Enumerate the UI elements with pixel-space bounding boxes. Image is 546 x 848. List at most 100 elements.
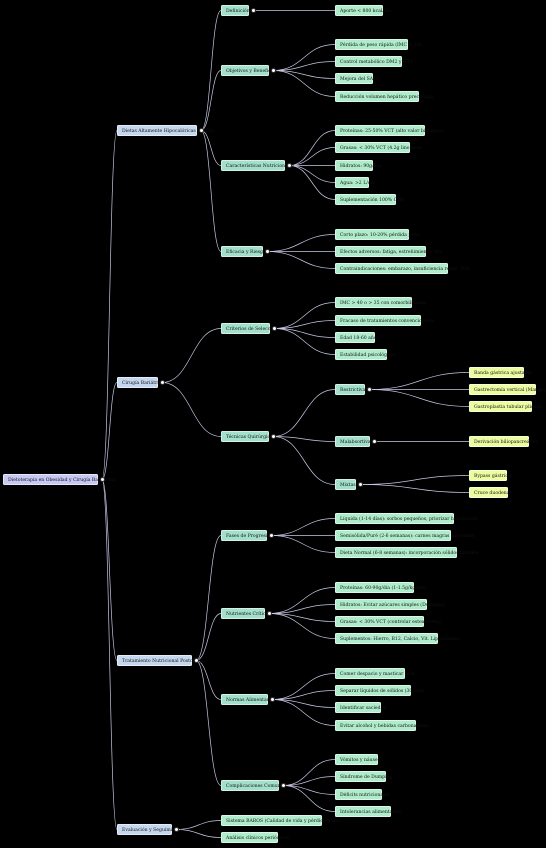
edge-nor-nor1 [271, 690, 336, 700]
edge-vlcd-def [200, 10, 222, 131]
collapse-toggle[interactable] [271, 326, 277, 331]
collapse-toggle[interactable] [198, 128, 204, 133]
collapse-toggle[interactable] [269, 697, 275, 702]
edge-eval-ev1 [175, 829, 222, 838]
leaf-intolerancias[interactable]: Intolerancias alimentarias [335, 806, 401, 817]
edge-root-cir [101, 382, 118, 480]
edge-com-com2 [282, 785, 336, 795]
leaf-efectos-adversos[interactable]: Efectos adversos: fatiga, estreñimiento,… [335, 246, 442, 257]
branch-cirugia-bariatrica[interactable]: Cirugía Bariátrica [117, 377, 164, 388]
edge-obj-obj3 [272, 70, 336, 97]
node-malabsortivas[interactable]: Malabsortivas [335, 436, 373, 447]
collapse-toggle[interactable] [268, 533, 274, 538]
edge-car-car0 [288, 130, 336, 166]
leaf-comer-despacio[interactable]: Comer despacio y masticar bien [335, 668, 415, 679]
leaf-aporte[interactable]: Aporte < 800 kcal/día [335, 5, 391, 16]
leaf-bypass-gastrico[interactable]: Bypass gástrico [469, 470, 511, 481]
leaf-hidratos[interactable]: Hidratos: 90g/día [335, 160, 381, 171]
node-objetivos[interactable]: Objetivos y Beneficios [221, 65, 277, 76]
node-eficacia-riesgos[interactable]: Eficacia y Riesgos [221, 246, 268, 257]
edge-efi-efi0 [266, 234, 336, 252]
edge-nut-nut2 [268, 613, 336, 622]
collapse-toggle[interactable] [280, 783, 286, 788]
leaf-derivacion-biliopancreatica[interactable]: Derivación biliopancreática [469, 436, 538, 447]
leaf-fracaso-tratamientos[interactable]: Fracaso de tratamientos convencionales [335, 315, 434, 326]
edge-nut-nut0 [268, 587, 336, 614]
leaf-agua[interactable]: Agua: >2 L/día [335, 177, 375, 188]
leaf-reduccion-hepatica[interactable]: Reducción volumen hepático precirugía [335, 91, 433, 102]
collapse-toggle[interactable] [264, 249, 270, 254]
node-definicion[interactable]: Definición [221, 5, 250, 16]
edge-nut-nut1 [268, 604, 336, 614]
leaf-perdida-peso[interactable]: Pérdida de peso rápida (IMC ≥ 30) [335, 39, 421, 50]
leaf-cruce-duodenal[interactable]: Cruce duodenal [469, 487, 511, 498]
root-node[interactable]: Dietoterapia en Obesidad y Cirugía Bariá… [3, 474, 115, 485]
edge-tec-mix [272, 436, 336, 485]
collapse-toggle[interactable] [250, 8, 256, 13]
edge-car-car1 [288, 147, 336, 166]
edge-res-res0 [368, 372, 470, 390]
collapse-toggle[interactable] [99, 477, 105, 482]
leaf-edad[interactable]: Edad 18-60 años [335, 332, 379, 343]
leaf-control-metabolico[interactable]: Control metabólico DM2 y HTA [335, 56, 413, 67]
leaf-identificar-saciedad[interactable]: Identificar saciedad [335, 702, 386, 713]
leaf-separar-liquidos[interactable]: Separar líquidos de sólidos (30 min) [335, 685, 424, 696]
collapse-toggle[interactable] [286, 163, 292, 168]
collapse-toggle[interactable] [173, 827, 179, 832]
node-caracteristicas[interactable]: Características Nutricionales [221, 160, 294, 171]
branch-vlcd[interactable]: Dietas Altamente Hipocalóricas (VLCD) [117, 125, 214, 136]
edge-cri-cri3 [273, 328, 336, 355]
node-normas-alimentarias[interactable]: Normas Alimentarias [221, 694, 276, 705]
leaf-proteinas-post[interactable]: Proteínas: 60-90g/día (1-1.5g/kg/día) [335, 582, 426, 593]
leaf-banda-gastrica[interactable]: Banda gástrica ajustable [469, 367, 532, 378]
leaf-contraindicaciones[interactable]: Contraindicaciones: embarazo, insuficien… [335, 263, 469, 274]
leaf-estabilidad-psicologica[interactable]: Estabilidad psicológica [335, 349, 394, 360]
collapse-toggle[interactable] [357, 482, 363, 487]
leaf-corto-plazo[interactable]: Corto plazo: 10-20% pérdida peso [335, 229, 419, 240]
leaf-suplementacion[interactable]: Suplementación 100% CDR [335, 194, 404, 205]
collapse-toggle[interactable] [366, 387, 372, 392]
leaf-proteinas[interactable]: Proteínas: 25-50% VCT (alto valor biológ… [335, 125, 444, 136]
leaf-grasas-post[interactable]: Grasas: < 30% VCT (controlar esteatorrea… [335, 616, 441, 627]
collapse-toggle[interactable] [159, 380, 165, 385]
leaf-gastroplastia-tubular[interactable]: Gastroplastia tubular plicada [469, 401, 542, 412]
leaf-evitar-alcohol[interactable]: Evitar alcohol y bebidas carbonatadas [335, 720, 429, 731]
edge-vlcd-efi [200, 130, 222, 252]
edge-cir-tec [161, 382, 222, 437]
node-mixtas[interactable]: Mixtas [335, 479, 356, 490]
collapse-toggle[interactable] [270, 68, 276, 73]
edge-fas-fas2 [270, 535, 336, 553]
node-restrictivas[interactable]: Restrictivas [335, 384, 368, 395]
leaf-grasas[interactable]: Grasas: < 30% VCT (4.2g linoleico) [335, 142, 422, 153]
node-complicaciones[interactable]: Complicaciones Comunes [221, 780, 286, 791]
leaf-vomitos[interactable]: Vómitos y náuseas [335, 754, 383, 765]
collapse-toggle[interactable] [266, 611, 272, 616]
edge-root-vlcd [101, 130, 118, 480]
leaf-dumping[interactable]: Síndrome de Dumping [335, 771, 392, 782]
node-tecnicas-quirurgicas[interactable]: Técnicas Quirúrgicas [221, 431, 275, 442]
leaf-analisis-clinicos[interactable]: Análisis clínicos periódicos [221, 832, 289, 843]
collapse-toggle[interactable] [270, 434, 276, 439]
branch-evaluacion-seguimiento[interactable]: Evaluación y Seguimiento [117, 824, 182, 835]
node-criterios-seleccion[interactable]: Criterios de Selección [221, 323, 278, 334]
leaf-fase-normal[interactable]: Dieta Normal (6-8 semanas): incorporació… [335, 547, 478, 558]
leaf-sistema-baros[interactable]: Sistema BAROS (Calidad de vida y pérdida… [221, 815, 340, 826]
leaf-hidratos-post[interactable]: Hidratos: Evitar azúcares simples (Dumpi… [335, 599, 445, 610]
collapse-toggle[interactable] [193, 658, 199, 663]
collapse-toggle[interactable] [371, 439, 377, 444]
leaf-suplementos[interactable]: Suplementos: Hierro, B12, Calcio, Vit. L… [335, 633, 460, 644]
node-fases-progresion[interactable]: Fases de Progresión [221, 530, 273, 541]
leaf-fase-semisolida[interactable]: Semisólida/Puré (2-6 semanas): carnes ma… [335, 530, 474, 541]
edge-obj-obj1 [272, 61, 336, 71]
leaf-fase-liquida[interactable]: Líquida (1-14 días): sorbos pequeños, pr… [335, 513, 478, 524]
leaf-deficits[interactable]: Déficits nutricionales [335, 789, 390, 800]
leaf-imc-criterio[interactable]: IMC > 40 o > 35 con comorbilidades [335, 297, 426, 308]
edge-post-nor [195, 660, 222, 700]
leaf-gastrectomia-vertical[interactable]: Gastrectomía vertical (Manga) [469, 384, 545, 395]
node-nutrientes-criticos[interactable]: Nutrientes Críticos [221, 608, 271, 619]
edge-eval-ev0 [175, 820, 222, 830]
edge-vlcd-obj [200, 70, 222, 131]
leaf-mejora-saos[interactable]: Mejora del SAOS [335, 73, 380, 84]
branch-tratamiento-postcirugia[interactable]: Tratamiento Nutricional Postcirugía [117, 655, 206, 666]
